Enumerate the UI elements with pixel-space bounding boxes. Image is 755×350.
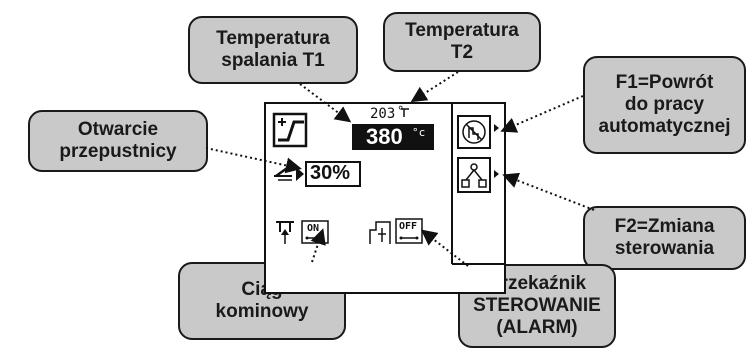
f2-arrow-icon [494, 170, 499, 178]
control-change-icon [457, 157, 491, 193]
callout-otwarcie-przepustnicy: Otwarcie przepustnicy [28, 110, 208, 172]
relay-status-label: OFF [399, 221, 418, 232]
lcd-graphics [272, 104, 504, 265]
thermometer-small-icon [401, 108, 409, 117]
callout-f2-zmiana-sterowania: F2=Zmiana sterowania [583, 206, 746, 270]
combustion-icon [272, 112, 308, 148]
callout-temperatura-spalania-t1: Temperatura spalania T1 [188, 16, 358, 84]
damper-value-box [305, 161, 361, 187]
arrow-relay [420, 229, 469, 267]
arrow-t1 [299, 83, 352, 123]
t2-unit: ° [397, 104, 405, 118]
t1-value: 380 [366, 124, 403, 149]
arrow-f2 [502, 172, 595, 211]
t1-unit: °c [412, 126, 426, 139]
f1-arrow-icon [494, 124, 499, 132]
chimney-draft-icon [276, 221, 294, 244]
manual-mode-icon [457, 115, 491, 149]
callout-temperatura-t2: Temperatura T2 [383, 12, 541, 72]
arrow-draft [310, 228, 326, 263]
arrow-damper [205, 147, 302, 174]
damper-value: 30% [310, 162, 351, 184]
callout-f1-powrot: F1=Powrót do pracy automatycznej [583, 56, 746, 154]
arrow-f1 [500, 95, 584, 133]
callout-przekaznik-sterowanie: Przekaźnik STEROWANIE (ALARM) [458, 264, 616, 348]
t2-value: 203 [370, 106, 396, 122]
relay-icon [369, 221, 391, 244]
t1-value-bg [352, 124, 434, 150]
arrow-t2 [410, 71, 459, 103]
